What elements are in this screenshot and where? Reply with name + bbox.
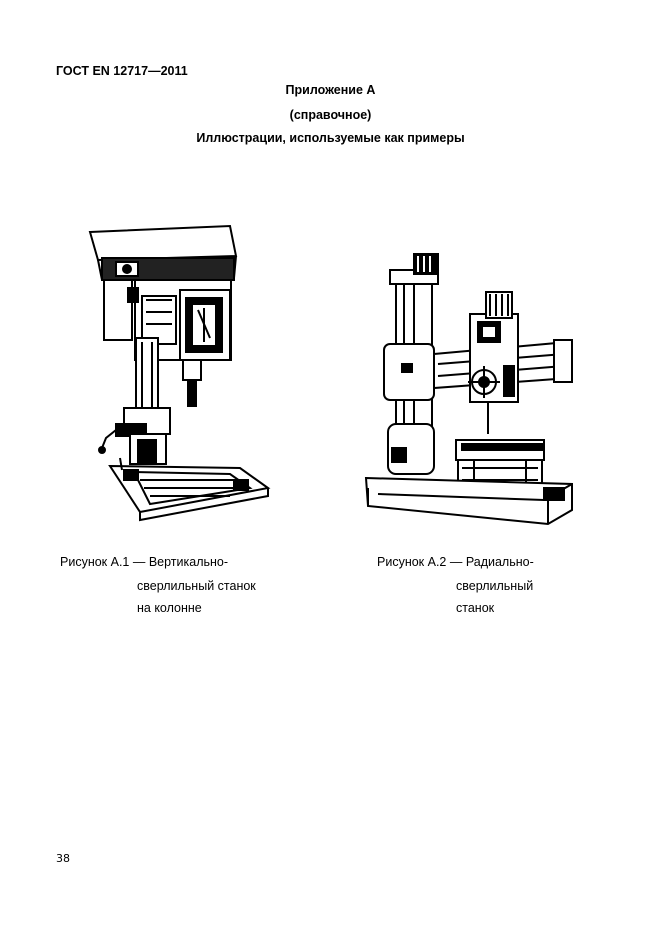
annex-type: (справочное) — [289, 108, 372, 122]
annex-heading: Иллюстрации, используемые как примеры — [196, 131, 465, 145]
figure-a1-caption-line3: на колонне — [137, 601, 202, 615]
figure-a2-caption-line1: Рисунок А.2 — Радиально- — [377, 555, 534, 569]
figure-a1-caption-line1: Рисунок А.1 — Вертикально- — [60, 555, 229, 569]
figure-a2-caption-line3: станок — [456, 601, 495, 615]
figure-a2-caption-line2: сверлильный — [456, 579, 534, 593]
figure-a1-caption-line2: сверлильный станок — [137, 579, 256, 593]
figure-a1-drill-press-drawing — [88, 224, 271, 522]
figure-a2-radial-drill-drawing — [364, 253, 573, 526]
annex-title: Приложение А — [285, 83, 376, 97]
page-number: 38 — [56, 852, 70, 865]
standard-header: ГОСТ EN 12717—2011 — [56, 64, 188, 78]
